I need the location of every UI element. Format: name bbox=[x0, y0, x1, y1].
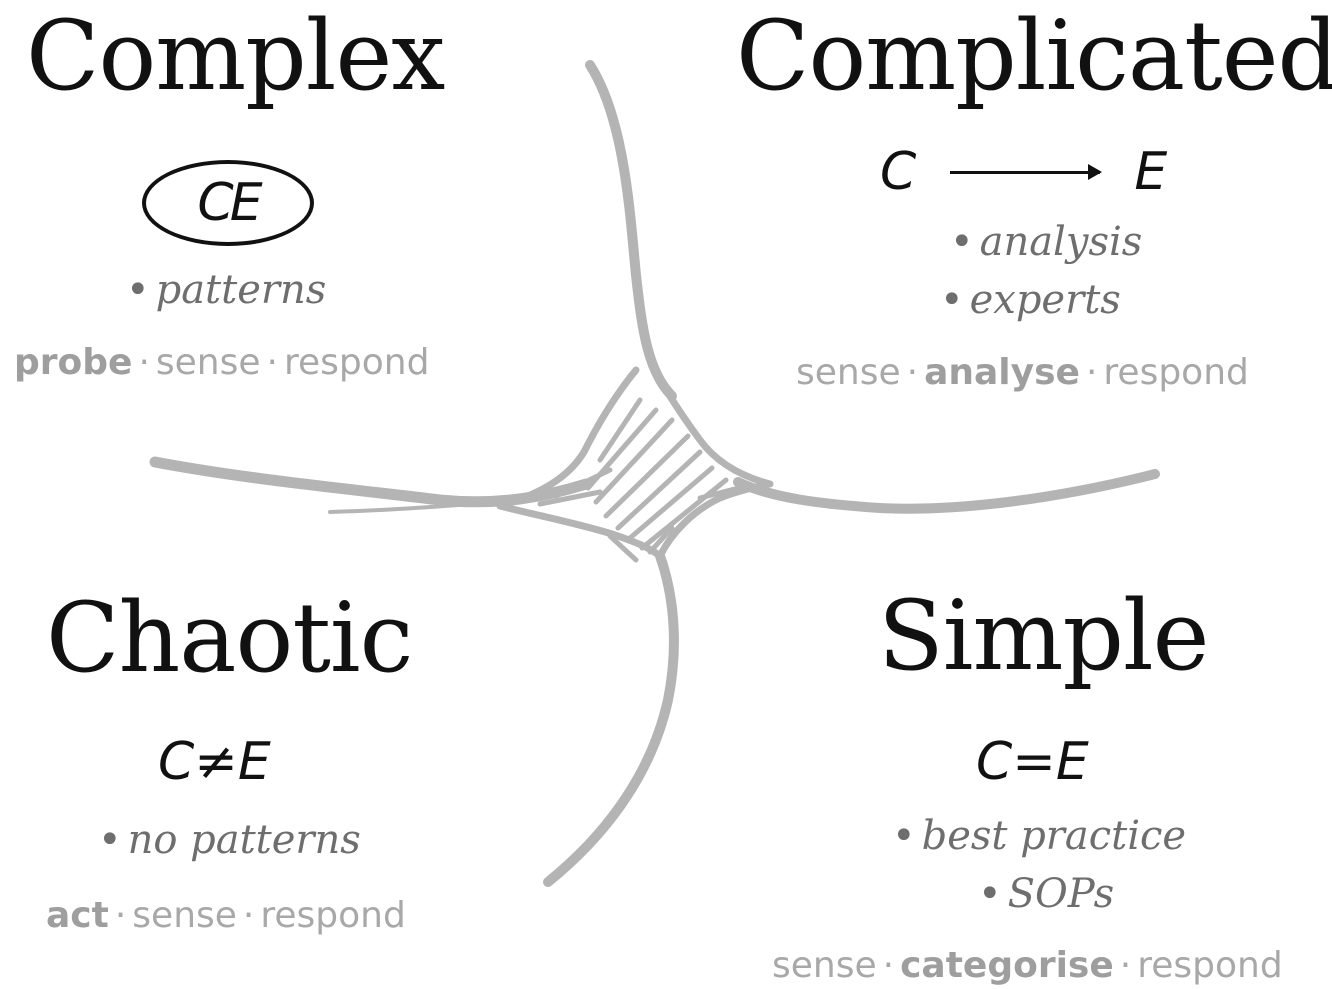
complicated-bullet-text: experts bbox=[969, 277, 1121, 323]
complicated-process-sense: sense bbox=[796, 352, 901, 393]
boundary-left-echo bbox=[328, 498, 522, 514]
chaotic-title: Chaotic bbox=[46, 582, 413, 694]
bullet-dot: • bbox=[978, 871, 1002, 917]
process-separator: · bbox=[114, 895, 127, 936]
complex-title: Complex bbox=[26, 0, 445, 112]
complex-process: probe·sense·respond bbox=[14, 345, 429, 381]
bullet-dot: • bbox=[892, 813, 916, 859]
simple-title: Simple bbox=[878, 580, 1209, 692]
process-separator: · bbox=[882, 945, 895, 986]
complex-relation-ellipse: CE bbox=[142, 160, 314, 246]
chaotic-process-respond: respond bbox=[260, 895, 406, 936]
chaotic-process-act: act bbox=[46, 895, 109, 936]
chaotic-bullet-text: no patterns bbox=[127, 817, 361, 863]
chaotic-process: act·sense·respond bbox=[46, 898, 406, 934]
process-separator: · bbox=[1119, 945, 1132, 986]
complex-process-probe: probe bbox=[14, 342, 133, 383]
complex-relation-text: CE bbox=[197, 173, 262, 233]
simple-process-respond: respond bbox=[1137, 945, 1283, 986]
complicated-bullet-analysis: •analysis bbox=[950, 222, 1142, 262]
chaotic-process-sense: sense bbox=[132, 895, 237, 936]
effect-label: E bbox=[1134, 142, 1168, 202]
simple-bullet-text: best practice bbox=[921, 813, 1187, 859]
complicated-bullet-text: analysis bbox=[979, 219, 1143, 265]
disorder-hatching bbox=[537, 397, 749, 563]
complex-process-sense: sense bbox=[155, 342, 261, 383]
simple-bullet-sops: •SOPs bbox=[978, 874, 1114, 914]
boundary-top bbox=[585, 60, 677, 401]
process-separator: · bbox=[266, 342, 278, 383]
process-separator: · bbox=[242, 895, 255, 936]
complicated-process: sense·analyse·respond bbox=[796, 355, 1249, 391]
simple-bullet-text: SOPs bbox=[1007, 871, 1115, 917]
process-separator: · bbox=[1085, 352, 1098, 393]
complicated-relation: C E bbox=[880, 146, 1167, 198]
complicated-process-respond: respond bbox=[1103, 352, 1249, 393]
disorder-region-outline bbox=[496, 366, 774, 560]
chaotic-relation: C≠E bbox=[158, 732, 271, 792]
complicated-bullet-experts: •experts bbox=[940, 280, 1121, 320]
simple-relation: C=E bbox=[976, 732, 1089, 792]
complex-bullet-patterns: •patterns bbox=[126, 270, 326, 310]
process-separator: · bbox=[138, 342, 150, 383]
simple-bullet-best-practice: •best practice bbox=[892, 816, 1186, 856]
chaotic-bullet-no-patterns: •no patterns bbox=[98, 820, 361, 860]
complicated-process-analyse: analyse bbox=[924, 352, 1080, 393]
bullet-dot: • bbox=[126, 267, 150, 313]
bullet-dot: • bbox=[940, 277, 964, 323]
cause-effect-arrow bbox=[950, 163, 1103, 180]
boundary-bottom bbox=[543, 551, 679, 887]
cause-label: C bbox=[880, 142, 917, 202]
bullet-dot: • bbox=[950, 219, 974, 265]
bullet-dot: • bbox=[98, 817, 122, 863]
boundary-right bbox=[733, 469, 1160, 514]
complex-process-respond: respond bbox=[283, 342, 430, 383]
simple-process: sense·categorise·respond bbox=[772, 948, 1283, 984]
complicated-title: Complicated bbox=[736, 0, 1332, 112]
boundary-left bbox=[149, 456, 592, 508]
simple-process-categorise: categorise bbox=[900, 945, 1114, 986]
simple-process-sense: sense bbox=[772, 945, 877, 986]
complex-bullet-text: patterns bbox=[155, 267, 327, 313]
process-separator: · bbox=[906, 352, 919, 393]
